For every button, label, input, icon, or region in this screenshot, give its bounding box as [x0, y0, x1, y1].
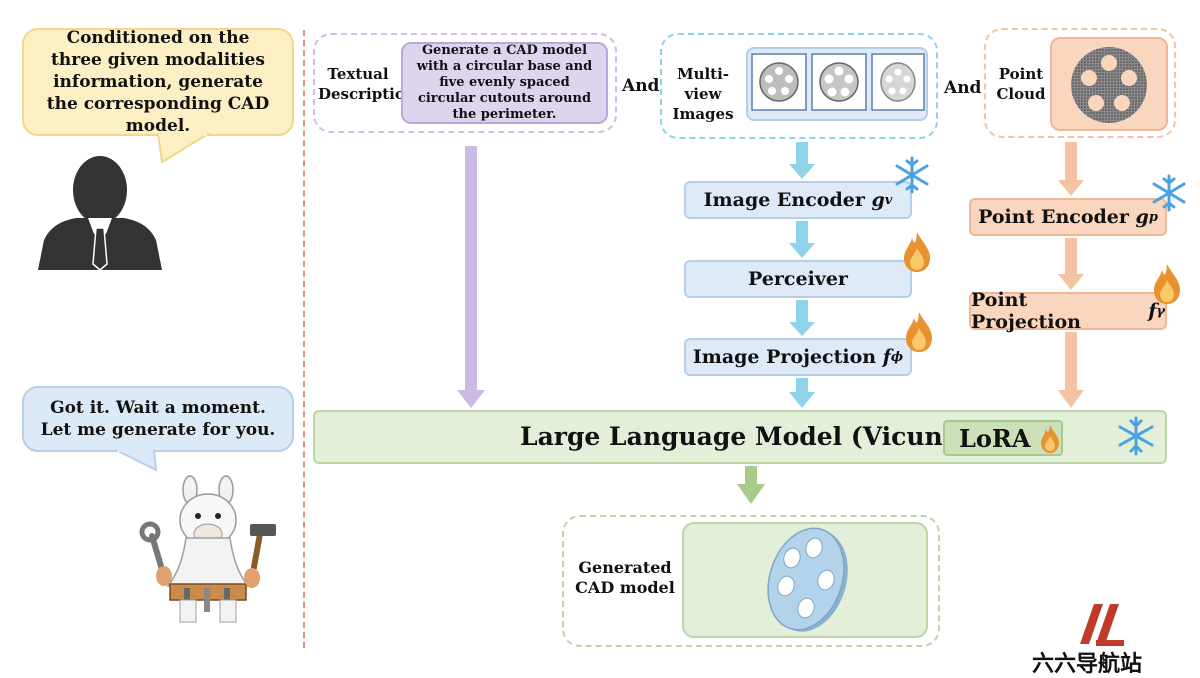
point-cloud-wheel-icon [1071, 47, 1147, 123]
view-2-thumbnail [811, 53, 867, 111]
images-to-encoder-arrow [789, 142, 815, 179]
point-cloud-label: Point Cloud [996, 65, 1046, 103]
flame-icon [904, 232, 930, 272]
generated-cad-label: Generated CAD model [575, 558, 675, 597]
flame-icon [1154, 264, 1180, 304]
text-to-llm-arrow [457, 146, 485, 408]
multiview-images-label: Multi-view Images [672, 65, 734, 123]
encoder-to-perceiver-arrow [789, 221, 815, 258]
multiview-input-group [660, 33, 938, 139]
point-encoder-label: Point Encoder [978, 206, 1129, 228]
textual-input-group [313, 33, 617, 133]
perceiver-block: Perceiver [684, 260, 912, 298]
llm-to-output-arrow [737, 466, 765, 504]
output-group [562, 515, 940, 647]
text-prompt-content: Generate a CAD model with a circular bas… [416, 43, 593, 122]
snowflake-icon [895, 156, 929, 194]
perceiver-label: Perceiver [748, 268, 848, 290]
points-to-encoder-arrow [1058, 142, 1084, 196]
textual-description-label: Textual Description [318, 65, 416, 103]
snowflake-icon [1152, 174, 1186, 212]
llm-title: Large Language Model (Vicuna) [520, 422, 971, 451]
image-projection-label: Image Projection [692, 346, 877, 368]
point-encoder-to-projection-arrow [1058, 238, 1084, 290]
bot-speech-bubble: Got it. Wait a moment. Let me generate f… [22, 386, 294, 452]
snowflake-icon [1118, 416, 1154, 456]
image-encoder-symbol: g [871, 189, 885, 211]
point-projection-to-llm-arrow [1058, 332, 1084, 408]
user-avatar-icon [38, 156, 162, 271]
lora-block: LoRA [943, 420, 1063, 456]
llm-block: Large Language Model (Vicuna) LoRA [313, 410, 1167, 464]
view-1-thumbnail [751, 53, 807, 111]
site-logo-icon [1080, 604, 1124, 646]
flame-icon [1041, 425, 1059, 453]
and-connector-1: And [622, 76, 660, 96]
cad-model-wheel-icon [767, 527, 848, 632]
user-bubble-tail [156, 131, 212, 164]
point-encoder-subscript: p [1148, 209, 1158, 225]
point-projection-symbol: f [1148, 300, 1157, 322]
watermark-text: 六六导航站 [1032, 652, 1143, 677]
point-encoder-symbol: g [1135, 206, 1149, 228]
bot-reply-text: Got it. Wait a moment. Let me generate f… [40, 398, 276, 440]
image-projection-to-llm-arrow [789, 378, 815, 408]
text-prompt-box: Generate a CAD model with a circular bas… [401, 42, 608, 124]
pointcloud-input-group [984, 28, 1176, 138]
point-projection-subscript: γ [1156, 303, 1165, 319]
flame-icon [906, 312, 932, 352]
image-encoder-label: Image Encoder [703, 189, 865, 211]
multiview-thumbnails [751, 53, 925, 111]
lora-label: LoRA [959, 423, 1031, 453]
image-projection-symbol: f [882, 346, 891, 368]
llama-mechanic-icon [128, 475, 288, 624]
bot-bubble-tail [115, 447, 158, 472]
view-3-thumbnail [871, 53, 925, 111]
perceiver-to-projection-arrow [789, 300, 815, 336]
and-connector-2: And [944, 78, 982, 98]
panel-divider [303, 30, 305, 648]
point-projection-label: Point Projection [971, 289, 1081, 333]
image-encoder-subscript: v [884, 192, 893, 208]
image-projection-subscript: ϕ [890, 349, 904, 365]
